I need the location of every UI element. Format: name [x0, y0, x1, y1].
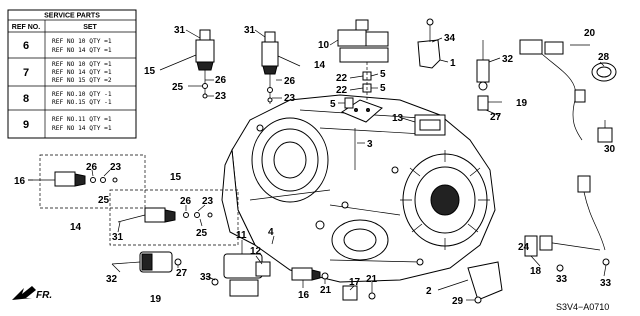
callout-label: 12	[250, 246, 262, 257]
callout-label: 26	[284, 76, 296, 87]
table-row-line: REF NO 15 QTY =2	[52, 77, 112, 84]
forward-arrow-icon	[12, 286, 36, 300]
callout-label: 32	[106, 274, 118, 285]
callout-label: 16	[14, 176, 26, 187]
callout-label: 31	[244, 25, 256, 36]
callout-label: 26	[180, 196, 192, 207]
callout-label: 5	[380, 83, 386, 94]
callout-label: 30	[604, 144, 616, 155]
callout-label: 29	[452, 296, 464, 307]
callout-label: 17	[349, 277, 361, 288]
callout-label: 21	[320, 285, 332, 296]
callout-label: 25	[172, 82, 184, 93]
callout-label: 31	[174, 25, 186, 36]
callout-label: 14	[314, 60, 326, 71]
callout-label: 34	[444, 33, 456, 44]
callout-label: 5	[330, 99, 336, 110]
table-row-ref: 7	[23, 67, 29, 79]
callout-label: 11	[236, 230, 247, 241]
table-row-line: REF NO 14 QTY =1	[52, 47, 112, 54]
table-row-line: REF NO.10 QTY -1	[52, 91, 112, 98]
table-title: SERVICE PARTS	[44, 13, 100, 20]
callout-label: 23	[284, 93, 296, 104]
table-row-line: REF NO 10 QTY =1	[52, 38, 112, 45]
callout-label: 10	[318, 40, 330, 51]
callout-label: 22	[336, 85, 348, 96]
callout-label: 33	[200, 272, 212, 283]
callout-label: 33	[556, 274, 568, 285]
callout-label: 1	[450, 58, 456, 69]
callout-label: 25	[196, 228, 208, 239]
table-col-ref: REF NO.	[12, 24, 40, 31]
callout-label: 21	[366, 274, 378, 285]
callout-label: 14	[70, 222, 82, 233]
callout-label: 2	[426, 286, 432, 297]
callout-label: 32	[502, 54, 514, 65]
callout-label: 15	[144, 66, 156, 77]
callout-label: 15	[170, 172, 182, 183]
parts-drawing	[28, 18, 617, 304]
callout-label: 23	[215, 91, 227, 102]
callout-label: 19	[516, 98, 528, 109]
callout-label: 33	[600, 278, 612, 289]
table-row-ref: 9	[23, 119, 29, 131]
table-row-line: REF NO 14 QTY =1	[52, 125, 112, 132]
service-parts-table: SERVICE PARTS REF NO. SET 6 REF NO 10 QT…	[7, 9, 137, 139]
diagram-code: S3V4−A0710	[556, 302, 609, 312]
callout-labels: 31 31 15 26 25 23 26 23 14 10 34 1 32 20…	[14, 25, 616, 307]
callout-label: 4	[268, 227, 274, 238]
callout-label: 25	[98, 195, 110, 206]
callout-label: 23	[202, 196, 214, 207]
table-row-line: REF NO.11 QTY =1	[52, 116, 112, 123]
callout-label: 27	[490, 112, 502, 123]
callout-label: 27	[176, 268, 188, 279]
callout-label: 16	[298, 290, 310, 301]
callout-label: 28	[598, 52, 610, 63]
callout-label: 13	[392, 113, 404, 124]
direction-label: FR.	[36, 290, 52, 301]
callout-label: 3	[367, 139, 373, 150]
table-row-ref: 8	[23, 93, 29, 105]
table-row-line: REF NO 10 QTY =1	[52, 61, 112, 68]
leader-lines	[28, 29, 607, 301]
callout-label: 18	[530, 266, 542, 277]
callout-label: 20	[584, 28, 596, 39]
table-row-ref: 6	[23, 40, 29, 52]
table-row-line: REF NO 14 QTY =1	[52, 69, 112, 76]
callout-label: 22	[336, 73, 348, 84]
callout-label: 24	[518, 242, 530, 253]
direction-indicator: FR.	[12, 286, 52, 301]
table-col-set: SET	[83, 24, 97, 31]
callout-label: 26	[215, 75, 227, 86]
callout-label: 26	[86, 162, 98, 173]
callout-label: 5	[380, 69, 386, 80]
transmission-case-drawing	[221, 94, 496, 283]
callout-label: 19	[150, 294, 162, 305]
callout-label: 31	[112, 232, 124, 243]
table-row-line: REF NO.15 QTY -1	[52, 99, 112, 106]
callout-label: 23	[110, 162, 122, 173]
